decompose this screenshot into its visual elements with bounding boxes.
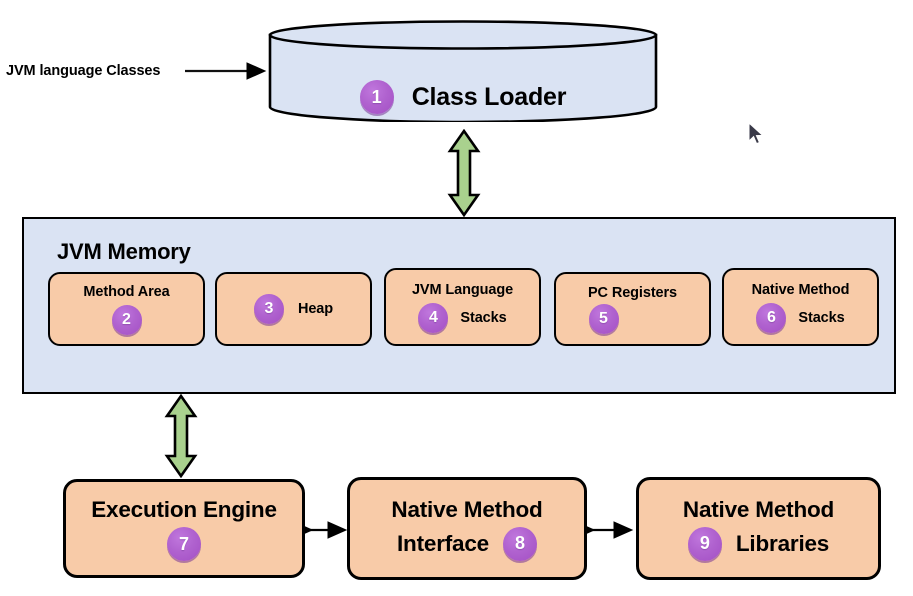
component-native-method-stacks[interactable]: Native Method 6 Stacks	[722, 268, 879, 346]
native-method-interface-label-line2: Interface	[397, 530, 489, 556]
badge-4: 4	[418, 302, 449, 333]
input-label-jvm-language-classes: JVM language Classes	[6, 63, 161, 79]
native-method-stacks-content: Native Method 6 Stacks	[724, 270, 877, 344]
badge-2: 2	[111, 304, 142, 335]
heap-label: Heap	[297, 300, 334, 317]
badge-8: 8	[503, 526, 537, 561]
pc-registers-label: PC Registers	[587, 284, 678, 301]
component-jvm-language-stacks[interactable]: JVM Language 4 Stacks	[384, 268, 541, 346]
badge-9: 9	[687, 526, 722, 561]
component-pc-registers[interactable]: PC Registers 5	[554, 272, 711, 346]
mouse-cursor-icon	[748, 122, 764, 145]
component-execution-engine[interactable]: Execution Engine 7	[63, 479, 305, 578]
native-method-stacks-label-line2: Stacks	[798, 309, 845, 326]
jvm-language-stacks-label-line2: Stacks	[460, 309, 507, 326]
native-method-interface-line2-row: Interface 8	[397, 526, 537, 561]
connector-classes-to-loader-icon	[185, 62, 267, 80]
jvm-language-stacks-line2-row: 4 Stacks	[418, 302, 507, 333]
native-method-libraries-line2-row: 9 Libraries	[687, 526, 830, 561]
component-native-method-libraries[interactable]: Native Method 9 Libraries	[636, 477, 881, 580]
connector-memory-to-engine-icon	[164, 394, 198, 478]
connector-interface-to-libraries-icon	[585, 521, 634, 539]
heap-content: 3 Heap	[217, 274, 370, 344]
method-area-label: Method Area	[83, 284, 170, 301]
badge-3: 3	[253, 294, 284, 324]
badge-6: 6	[756, 302, 787, 333]
component-method-area[interactable]: Method Area 2	[48, 272, 205, 346]
execution-engine-label: Execution Engine	[91, 496, 277, 522]
native-method-libraries-label-line1: Native Method	[682, 497, 835, 523]
component-native-method-interface[interactable]: Native Method Interface 8	[347, 477, 587, 580]
pc-registers-content: PC Registers 5	[556, 274, 709, 344]
jvm-memory-title: JVM Memory	[57, 239, 191, 264]
native-method-libraries-label-line2: Libraries	[735, 530, 830, 556]
component-heap[interactable]: 3 Heap	[215, 272, 372, 346]
connector-loader-to-memory-icon	[447, 129, 481, 217]
jvm-language-stacks-label-line1: JVM Language	[411, 282, 514, 299]
native-method-interface-content: Native Method Interface 8	[350, 480, 584, 577]
native-method-interface-label-line1: Native Method	[391, 497, 543, 523]
execution-engine-content: Execution Engine 7	[66, 482, 302, 575]
cylinder-shape-icon	[268, 20, 658, 122]
jvm-language-stacks-content: JVM Language 4 Stacks	[386, 270, 539, 344]
native-method-libraries-content: Native Method 9 Libraries	[639, 480, 878, 577]
badge-5: 5	[588, 304, 619, 335]
badge-7: 7	[167, 527, 201, 562]
class-loader-cylinder[interactable]: 1 Class Loader	[268, 20, 658, 122]
connector-engine-to-interface-icon	[303, 521, 348, 539]
native-method-stacks-label-line1: Native Method	[751, 282, 850, 299]
native-method-stacks-line2-row: 6 Stacks	[756, 302, 845, 333]
method-area-content: Method Area 2	[50, 274, 203, 344]
